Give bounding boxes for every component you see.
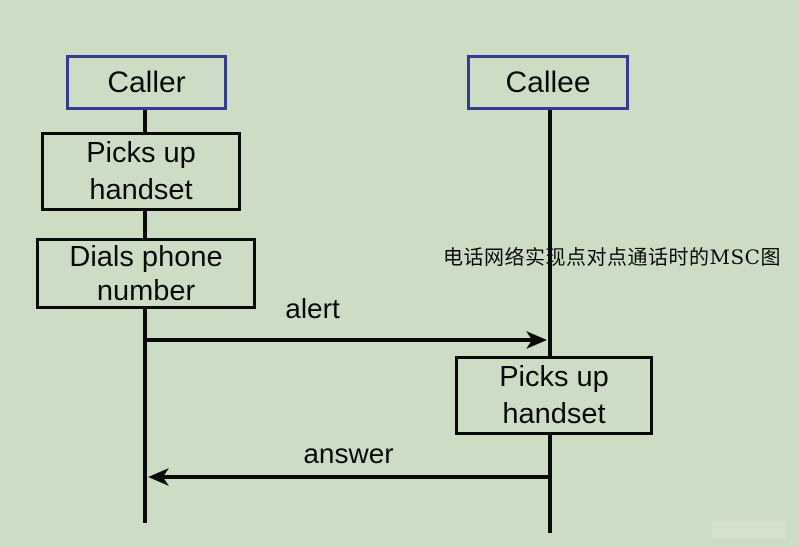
caller-actor-box: Caller <box>66 55 227 110</box>
caller-picks-up-handset-label: Picks up handset <box>86 136 196 206</box>
caller-actor-label: Caller <box>107 65 186 99</box>
diagram-caption: 电话网络实现点对点通话时的MSC图 <box>443 245 781 269</box>
alert-message-label: alert <box>285 293 340 324</box>
alert-arrowhead-icon <box>526 331 547 349</box>
callee-actor-label: Callee <box>505 65 591 99</box>
answer-arrowhead-icon <box>148 468 169 486</box>
caller-dials-phone-number-label: Dials phone number <box>69 240 223 307</box>
caller-picks-up-handset-box: Picks up handset <box>41 132 241 211</box>
caller-dials-phone-number-box: Dials phone number <box>36 238 256 309</box>
callee-picks-up-handset-label: Picks up handset <box>499 360 609 430</box>
callee-picks-up-handset-box: Picks up handset <box>455 356 653 435</box>
callee-actor-box: Callee <box>467 55 629 110</box>
watermark-artifact <box>712 521 786 538</box>
answer-message-label: answer <box>303 438 394 469</box>
